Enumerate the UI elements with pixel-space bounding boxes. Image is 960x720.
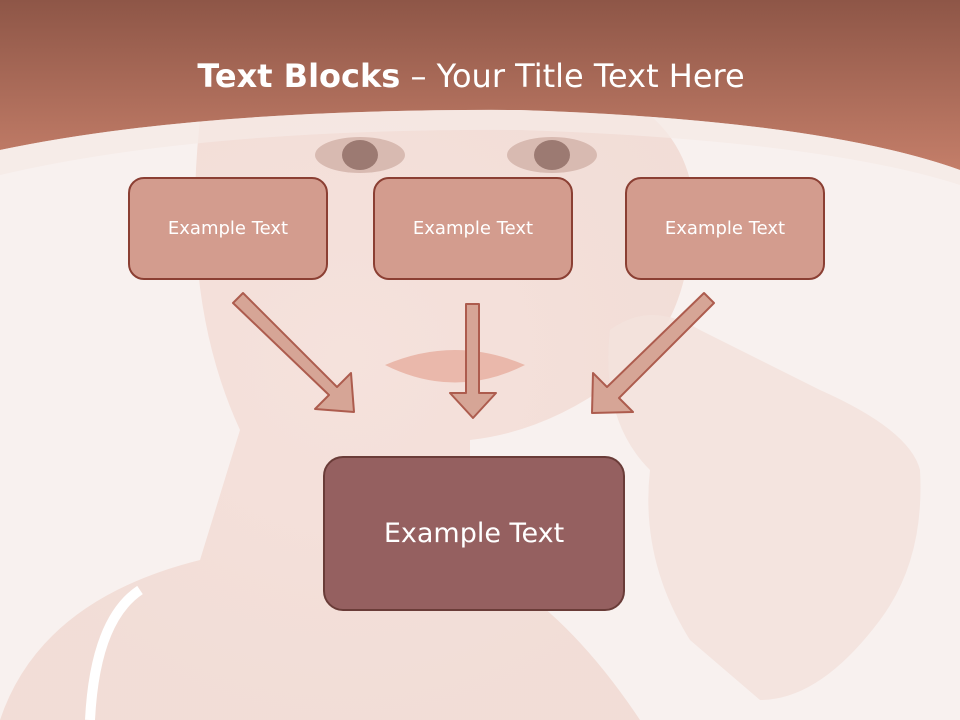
text-block-main[interactable]: Example Text xyxy=(323,456,625,611)
text-block-left-label: Example Text xyxy=(167,218,289,239)
text-block-right[interactable]: Example Text xyxy=(625,177,825,280)
text-block-main-label: Example Text xyxy=(383,518,565,549)
slide-title: Text Blocks – Your Title Text Here xyxy=(0,54,942,98)
text-block-right-label: Example Text xyxy=(664,218,786,239)
arrow-down-icon xyxy=(449,303,497,419)
title-rest-text: – Your Title Text Here xyxy=(400,57,745,95)
text-block-left[interactable]: Example Text xyxy=(128,177,328,280)
arrow-right-icon xyxy=(591,292,715,414)
text-block-center-label: Example Text xyxy=(412,218,534,239)
arrow-left-icon xyxy=(232,292,355,413)
text-block-center[interactable]: Example Text xyxy=(373,177,573,280)
title-bold-text: Text Blocks xyxy=(197,57,401,95)
